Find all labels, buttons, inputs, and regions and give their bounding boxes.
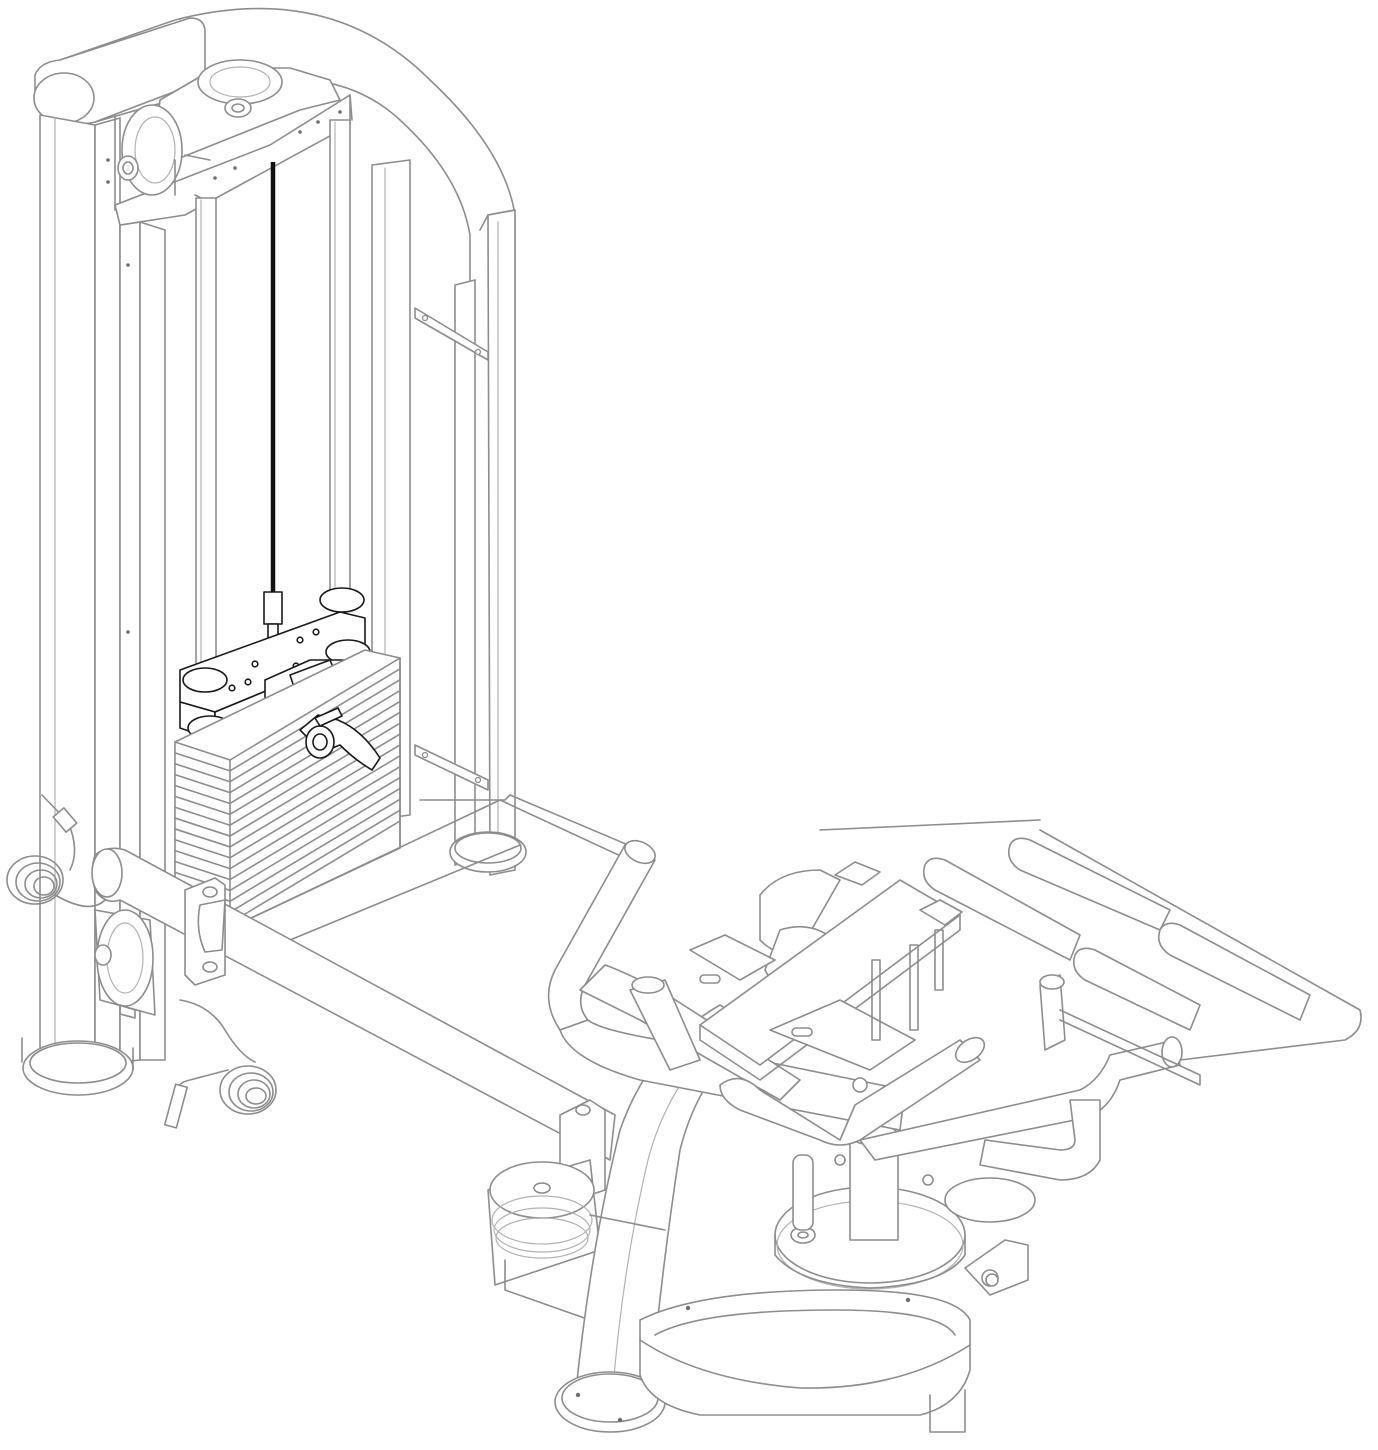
top-pulley-assembly xyxy=(117,59,342,201)
handle-arms xyxy=(547,839,1183,1181)
base-platform xyxy=(639,1289,971,1433)
seat-frame xyxy=(689,861,963,1081)
base-pulley xyxy=(487,1159,601,1321)
weight-stack xyxy=(174,649,401,929)
selector-pin xyxy=(299,707,381,771)
roller-pads xyxy=(819,819,1362,1086)
cables xyxy=(6,794,277,1129)
selector-cable xyxy=(262,162,284,652)
detail-bolts xyxy=(834,1077,999,1287)
tower-frame xyxy=(21,94,527,1096)
lower-left-pulley xyxy=(94,909,156,1019)
main-horizontal-beam xyxy=(91,847,616,1201)
front-arched-upright xyxy=(554,1004,761,1433)
base-frame xyxy=(229,794,641,941)
